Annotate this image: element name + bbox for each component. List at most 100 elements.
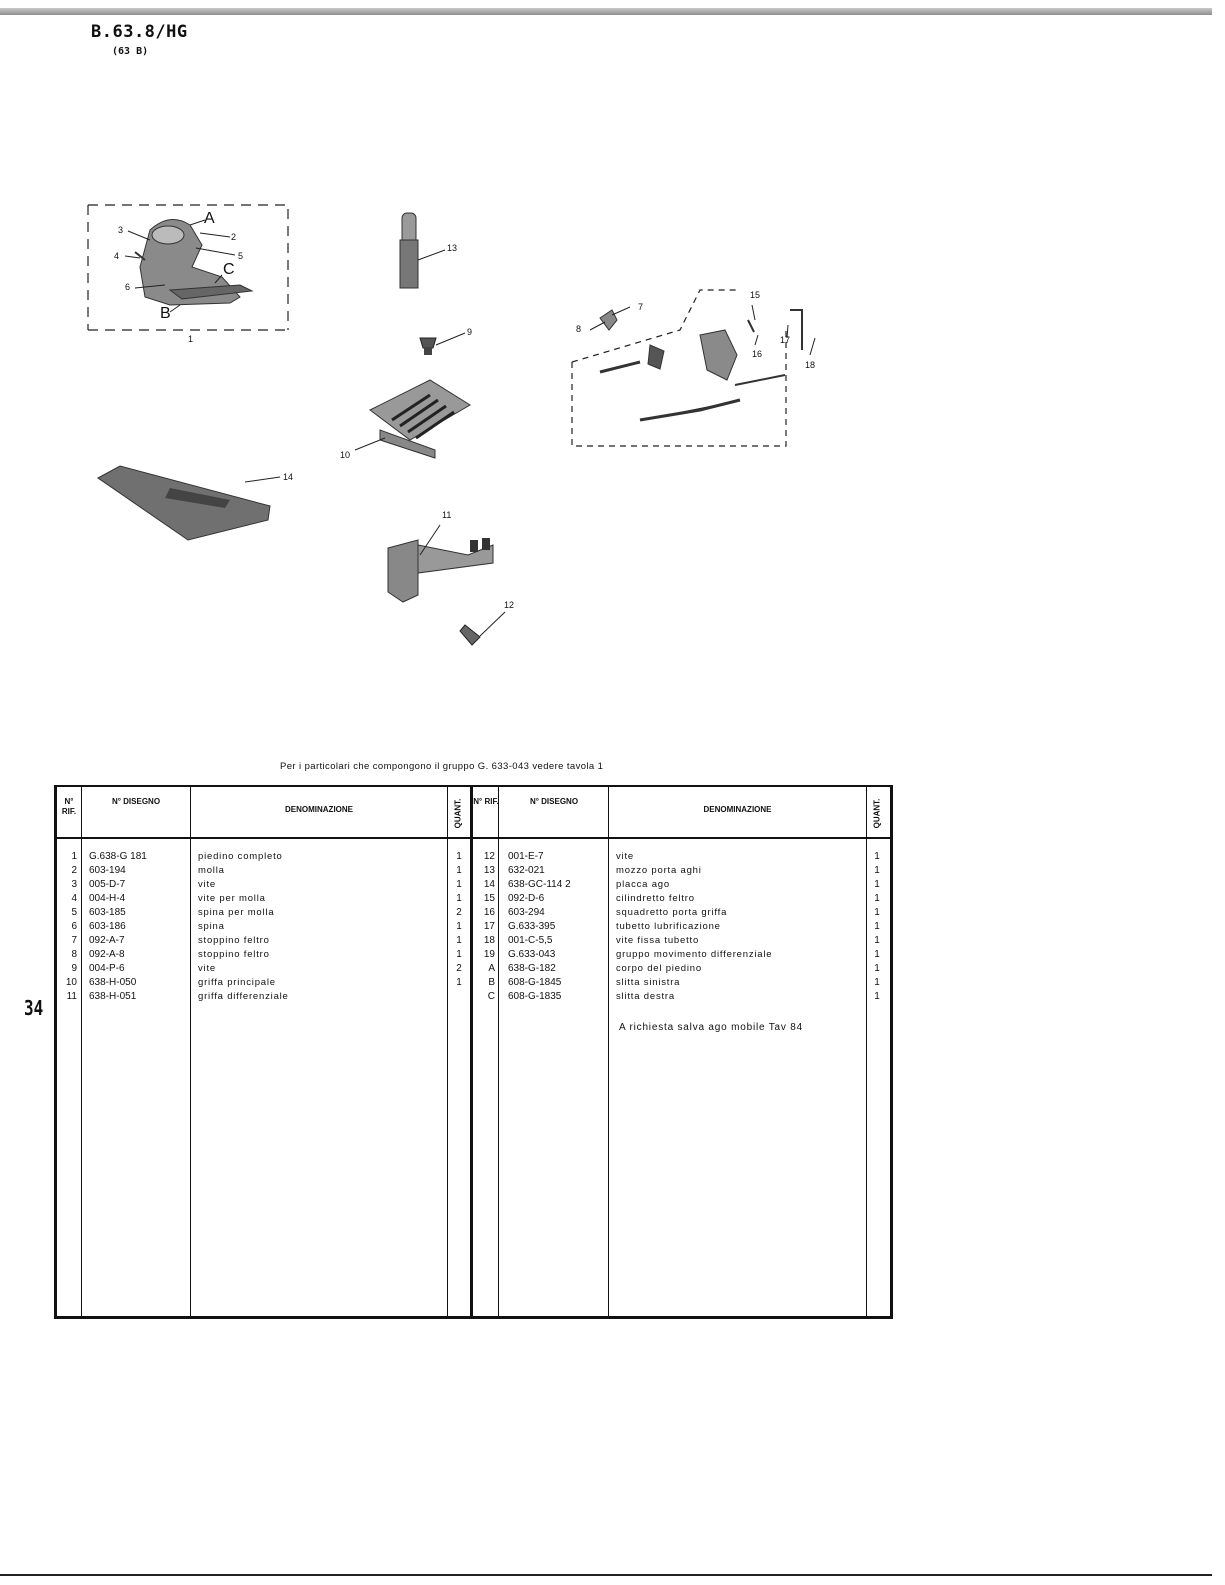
table-cell: 6 — [71, 921, 77, 932]
callout-3: 3 — [118, 225, 123, 235]
header-rif: N° RIF. — [61, 797, 77, 816]
table-cell: 18 — [483, 935, 495, 946]
table-cell: vite — [616, 851, 634, 862]
table-cell: 1 — [456, 893, 462, 904]
header-denominazione-right: DENOMINAZIONE — [703, 805, 772, 814]
table-cell: 13 — [483, 865, 495, 876]
table-cell: 12 — [483, 851, 495, 862]
table-cell: 1 — [456, 851, 462, 862]
right-disegno-column: 001-E-7 632-021 638-GC-114 2 092-D-6 603… — [508, 850, 608, 1004]
feed-dog-main-part: 10 — [340, 379, 471, 460]
table-cell: 4 — [71, 893, 77, 904]
callout-8: 8 — [576, 324, 581, 334]
callout-16: 16 — [752, 349, 762, 359]
callout-9: 9 — [467, 327, 472, 337]
table-cell: 17 — [483, 921, 495, 932]
parts-drawing: A B C 1 2 3 4 5 6 13 9 10 — [87, 204, 816, 646]
table-footnote: A richiesta salva ago mobile Tav 84 — [619, 1022, 804, 1033]
table-cell: stoppino feltro — [198, 949, 270, 960]
table-cell: 603-194 — [89, 865, 126, 876]
table-cell: spina per molla — [198, 907, 275, 918]
table-cell: 1 — [874, 977, 880, 988]
table-cell: 1 — [874, 949, 880, 960]
needle-plate-part: 14 — [97, 465, 293, 541]
table-cell: 608-G-1835 — [508, 991, 562, 1002]
callout-13: 13 — [447, 243, 457, 253]
table-cell: 7 — [71, 935, 77, 946]
table-cell: 1 — [874, 935, 880, 946]
presser-foot-group: A B C 1 2 3 4 5 6 — [87, 204, 289, 344]
header-rif-right: N° RIF. — [473, 797, 499, 806]
callout-11: 11 — [442, 510, 451, 520]
callout-B: B — [160, 305, 171, 322]
table-cell: vite per molla — [198, 893, 266, 904]
table-cell: 1 — [874, 921, 880, 932]
left-rif-column: 1 2 3 4 5 6 7 8 9 10 11 — [57, 850, 77, 1004]
table-cell: 1 — [874, 851, 880, 862]
table-cell: 608-G-1845 — [508, 977, 562, 988]
table-cell: 1 — [456, 921, 462, 932]
table-cell: corpo del piedino — [616, 963, 702, 974]
table-cell: 092-A-8 — [89, 949, 125, 960]
table-cell: 638-H-051 — [89, 991, 137, 1002]
table-cell: 603-186 — [89, 921, 126, 932]
table-cell: 2 — [71, 865, 77, 876]
table-cell: G.633-395 — [508, 921, 556, 932]
left-disegno-column: G.638-G 181 603-194 005-D-7 004-H-4 603-… — [89, 850, 189, 1004]
table-cell: 1 — [456, 949, 462, 960]
table-cell: A — [488, 963, 495, 974]
table-cell: 1 — [456, 879, 462, 890]
col-divider — [866, 787, 867, 1316]
table-cell: placca ago — [616, 879, 670, 890]
bottom-border-line — [0, 1574, 1212, 1576]
table-cell: 001-E-7 — [508, 851, 544, 862]
table-cell: slitta sinistra — [616, 977, 681, 988]
callout-4: 4 — [114, 251, 119, 261]
table-cell: griffa differenziale — [198, 991, 289, 1002]
table-cell: 1 — [456, 935, 462, 946]
feed-dog-differential-part: 11 — [387, 510, 494, 603]
needle-hub-part: 13 — [399, 212, 457, 289]
table-cell: mozzo porta aghi — [616, 865, 702, 876]
callout-10: 10 — [340, 450, 350, 460]
col-divider — [81, 787, 82, 1316]
right-rif-column: 12 13 14 15 16 17 18 19 A B C — [473, 850, 495, 1004]
table-cell: 004-H-4 — [89, 893, 126, 904]
table-cell: 11 — [66, 991, 77, 1002]
parts-table: N° RIF. N° DISEGNO DENOMINAZIONE QUANT. … — [54, 785, 893, 1319]
table-cell: 10 — [65, 977, 77, 988]
callout-18: 18 — [805, 360, 815, 370]
table-cell: 8 — [71, 949, 77, 960]
table-cell: 092-A-7 — [89, 935, 125, 946]
table-cell: C — [487, 991, 495, 1002]
table-cell: 004-P-6 — [89, 963, 125, 974]
table-cell: G.638-G 181 — [89, 851, 147, 862]
table-cell: vite — [198, 879, 216, 890]
header-rule — [57, 837, 890, 839]
table-cell: 638-GC-114 2 — [508, 879, 571, 890]
table-cell: molla — [198, 865, 225, 876]
page-number: 34 — [24, 996, 44, 1020]
table-cell: vite — [198, 963, 216, 974]
header-quant-right: QUANT. — [872, 798, 882, 829]
table-cell: gruppo movimento differenziale — [616, 949, 773, 960]
table-cell: 603-294 — [508, 907, 545, 918]
table-cell: 3 — [71, 879, 77, 890]
header-denominazione: DENOMINAZIONE — [285, 805, 353, 814]
table-cell: 1 — [874, 893, 880, 904]
header-quant: QUANT. — [453, 798, 463, 829]
table-cell — [448, 990, 470, 1004]
right-quant-column: 1 1 1 1 1 1 1 1 1 1 1 — [867, 850, 887, 1004]
callout-15: 15 — [750, 290, 760, 300]
table-cell: 9 — [71, 963, 77, 974]
note-text: Per i particolari che compongono il grup… — [280, 761, 604, 772]
col-divider — [190, 787, 191, 1316]
table-cell: 092-D-6 — [508, 893, 545, 904]
table-cell: 1 — [874, 991, 880, 1002]
table-cell: tubetto lubrificazione — [616, 921, 721, 932]
table-cell: griffa principale — [198, 977, 276, 988]
screw-9-part: 9 — [419, 327, 472, 355]
table-cell: stoppino feltro — [198, 935, 270, 946]
header-disegno: N° DISEGNO — [111, 797, 161, 806]
table-cell: 638-H-050 — [89, 977, 137, 988]
